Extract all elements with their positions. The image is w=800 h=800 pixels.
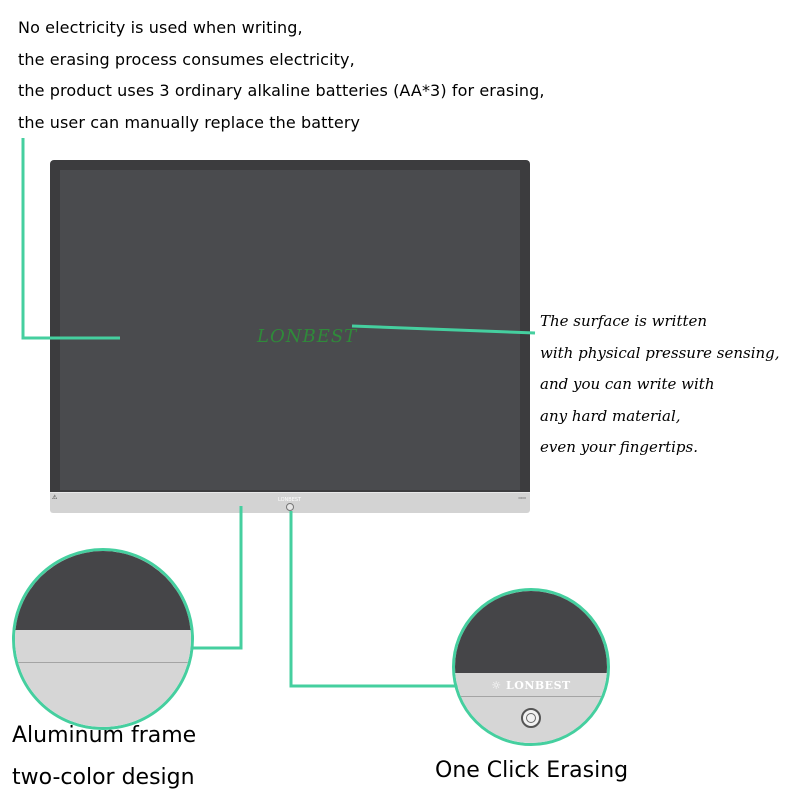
warning-icon: ⚠ bbox=[52, 494, 58, 501]
strip-brand-logo: LONBEST bbox=[278, 497, 302, 503]
spec-label-icon: ▭▭ bbox=[518, 495, 526, 500]
callout-line-button bbox=[289, 511, 466, 688]
top-line-3: the product uses 3 ordinary alkaline bat… bbox=[18, 81, 545, 100]
right-line-5: even your fingertips. bbox=[540, 438, 698, 456]
zoom-brand-text: LONBEST bbox=[506, 679, 571, 692]
top-line-2: the erasing process consumes electricity… bbox=[18, 49, 355, 69]
callout-line-top bbox=[21, 138, 120, 340]
erase-button-ring-icon bbox=[526, 713, 536, 723]
zoom-screen-area bbox=[15, 551, 191, 630]
right-line-4: any hard material, bbox=[540, 406, 681, 425]
zoom-screen-area bbox=[455, 591, 607, 673]
caption-one-click: One Click Erasing bbox=[435, 758, 629, 783]
right-line-1: The surface is written bbox=[540, 312, 708, 330]
caption-two-color: two-color design bbox=[12, 765, 195, 790]
top-line-4: the user can manually replace the batter… bbox=[18, 112, 361, 132]
zoom-erase-detail: ☼ LONBEST bbox=[452, 588, 610, 746]
erase-button[interactable] bbox=[521, 708, 541, 728]
callout-line-logo bbox=[351, 324, 536, 335]
callout-line-frame bbox=[184, 506, 243, 650]
erase-button-small[interactable] bbox=[286, 503, 294, 511]
top-description: No electricity is used when writing, the… bbox=[18, 12, 545, 138]
zoom-frame-area bbox=[15, 630, 191, 727]
right-line-3: and you can write with bbox=[540, 375, 715, 393]
zoom-frame-seam bbox=[15, 662, 191, 663]
zoom-frame-detail bbox=[12, 548, 194, 730]
right-line-2: with physical pressure sensing, bbox=[540, 343, 780, 362]
caption-aluminum-frame: Aluminum frame bbox=[12, 723, 197, 748]
right-description: The surface is written with physical pre… bbox=[540, 306, 780, 464]
sun-logo-icon: ☼ bbox=[491, 679, 502, 692]
zoom-frame-seam bbox=[455, 696, 607, 697]
zoom-brand-logo: ☼ LONBEST bbox=[455, 679, 607, 692]
top-line-1: No electricity is used when writing, bbox=[18, 18, 303, 37]
aluminum-frame-strip bbox=[50, 492, 530, 513]
screen-logo: LONBEST bbox=[257, 326, 358, 347]
